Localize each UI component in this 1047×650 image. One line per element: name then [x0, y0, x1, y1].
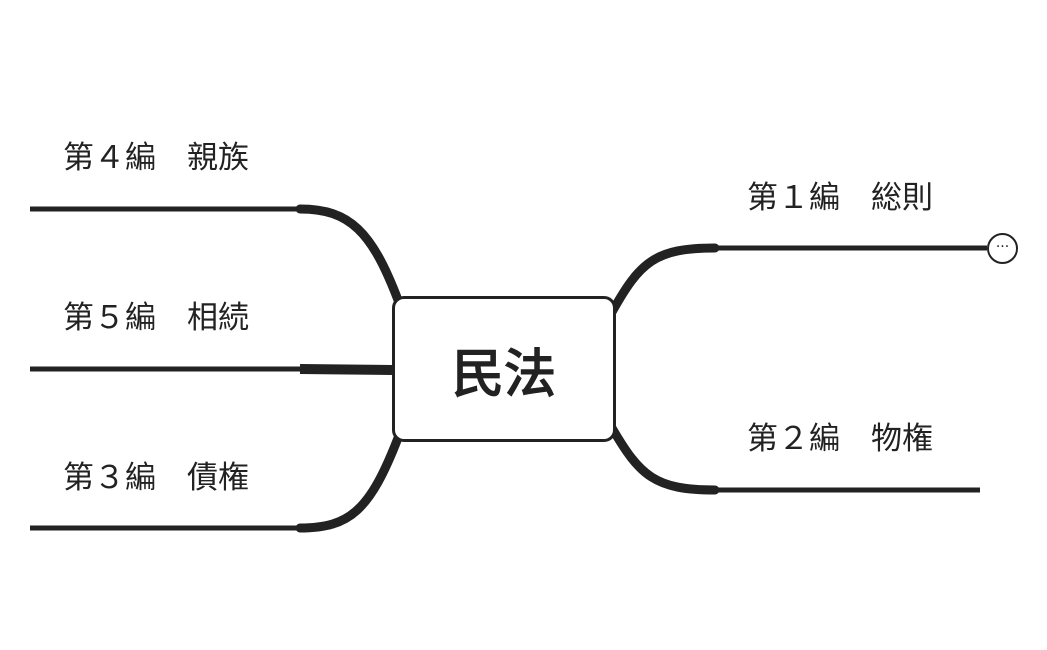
central-topic-label: 民法	[451, 344, 556, 405]
ellipsis-icon: ···	[995, 238, 1010, 255]
central-topic[interactable]: 民法	[392, 296, 616, 442]
collapse-button-b1[interactable]: ···	[987, 233, 1018, 264]
branch-line-b1	[607, 243, 720, 317]
topic-b4[interactable]: 第４編 親族	[63, 140, 249, 176]
topic-b2[interactable]: 第２編 物権	[747, 421, 933, 457]
topic-b1[interactable]: 第１編 総則	[747, 180, 933, 216]
topic-b3[interactable]: 第３編 債権	[63, 460, 249, 496]
branch-line-b3	[295, 433, 403, 533]
branch-line-b4	[295, 204, 403, 305]
branch-line-b2	[607, 423, 720, 495]
branch-line-b5	[299, 364, 393, 375]
topic-b5[interactable]: 第５編 相続	[63, 300, 249, 336]
